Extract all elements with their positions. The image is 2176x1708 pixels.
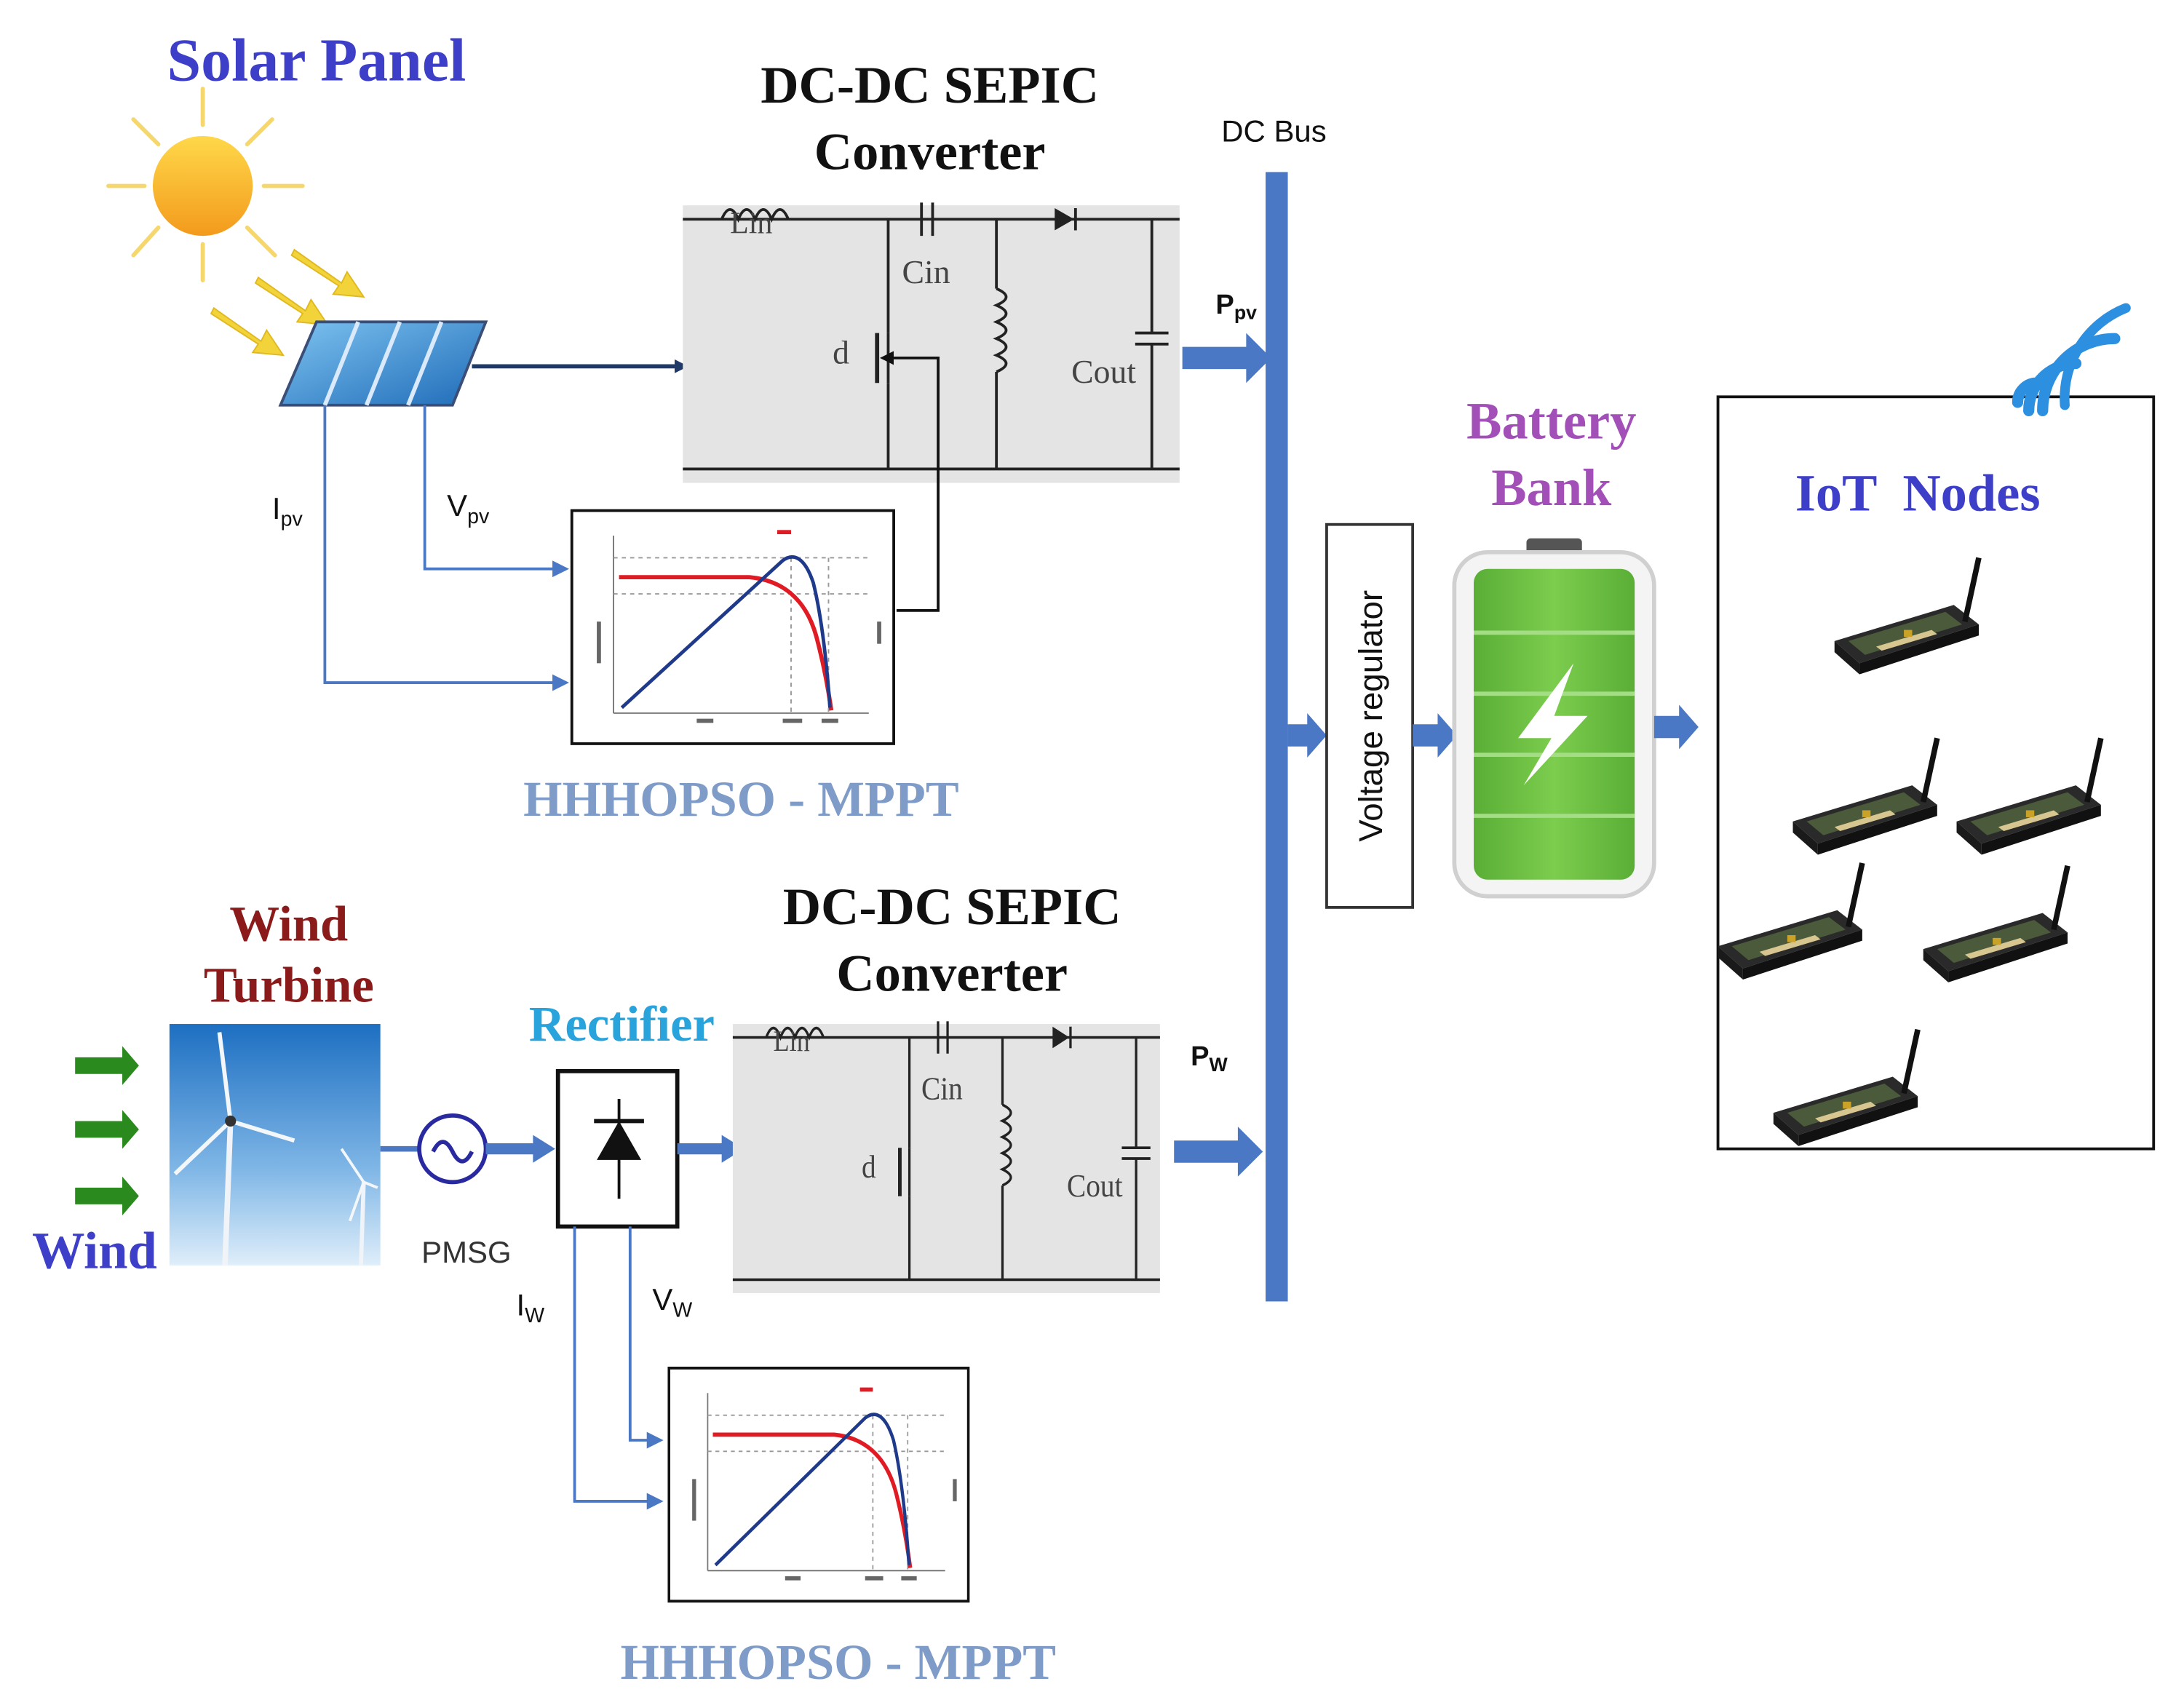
pmsg-icon	[417, 1113, 488, 1185]
iot-nodes-panel: IoT Nodes	[1718, 303, 2156, 1151]
sepic-cout-label: Cout	[1071, 353, 1136, 390]
solar-panel-icon	[278, 320, 488, 407]
bus-to-regulator-arrow	[1287, 712, 1327, 758]
dc-bus-bar	[1266, 172, 1288, 1302]
wind-arrows-icon	[75, 1046, 139, 1216]
rectifier-label: Rectifier	[529, 996, 715, 1052]
solar-mppt-label: HHHOPSO - MPPT	[523, 771, 959, 827]
wind-section: Wind Turbine Wind PMSG Rectifier	[32, 877, 1263, 1690]
pmsg-label: PMSG	[421, 1235, 512, 1269]
dc-bus: DC Bus	[1221, 114, 1327, 1302]
rectifier-icon	[555, 1069, 680, 1229]
wind-turbine-title-line2: Turbine	[204, 958, 374, 1013]
sunlight-arrows-icon	[210, 248, 365, 357]
solar-power-arrow	[1182, 333, 1271, 384]
solar-panel-title: Solar Panel	[167, 27, 466, 95]
battery-label-line2: Bank	[1491, 458, 1612, 517]
wind-sepic-converter: Lin Cin d Cout	[733, 1021, 1160, 1293]
sepic-cin-label: Cin	[921, 1072, 963, 1108]
rectifier-to-converter-arrow	[677, 1135, 744, 1163]
iot-nodes-title: IoT Nodes	[1795, 464, 2041, 523]
solar-voltage-arrow	[423, 405, 569, 578]
battery-label-line1: Battery	[1466, 391, 1636, 450]
wind-mppt-label: HHHOPSO - MPPT	[621, 1634, 1057, 1690]
solar-mppt-plot	[572, 511, 894, 744]
voltage-regulator-label: Voltage regulator	[1352, 590, 1389, 842]
solar-current-arrow	[323, 405, 569, 691]
voltage-regulator: Voltage regulator	[1325, 523, 1458, 909]
wind-voltage-arrow	[628, 1226, 664, 1449]
battery-icon	[1452, 538, 1656, 899]
lightning-icon	[1518, 663, 1588, 786]
solar-current-label: Ipv	[272, 491, 303, 531]
sepic-d-label: d	[833, 334, 849, 371]
wind-voltage-label: VW	[652, 1282, 692, 1322]
sepic-cin-label: Cin	[902, 253, 950, 290]
battery-bank: Battery Bank	[1452, 391, 1699, 899]
sepic-cout-label: Cout	[1067, 1169, 1123, 1204]
dc-bus-label: DC Bus	[1221, 114, 1327, 148]
solar-converter-title-line2: Converter	[814, 122, 1046, 181]
wind-mppt-plot	[669, 1368, 968, 1601]
sepic-lin-label: Lin	[730, 207, 772, 240]
solar-sepic-converter: Lin Cin d Cout	[683, 202, 1180, 482]
wifi-signal-icon	[2012, 303, 2131, 416]
wind-power-arrow	[1174, 1127, 1263, 1177]
pmsg-to-rectifier-arrow	[485, 1135, 555, 1163]
solar-voltage-label: Vpv	[447, 488, 490, 528]
wind-converter-title-line1: DC-DC SEPIC	[783, 877, 1121, 936]
wind-converter-title-line2: Converter	[836, 943, 1068, 1002]
wind-power-label: PW	[1191, 1041, 1228, 1076]
solar-converter-title-line1: DC-DC SEPIC	[761, 55, 1099, 114]
regulator-to-battery-arrow	[1413, 712, 1458, 758]
sun-icon	[106, 87, 305, 282]
wind-turbine-title-line1: Wind	[229, 897, 348, 952]
solar-mppt-feedback-line	[880, 351, 940, 612]
wind-turbine-image	[169, 1024, 381, 1266]
solar-power-label: Ppv	[1215, 289, 1257, 324]
wind-current-arrow	[573, 1226, 664, 1510]
sepic-d-label: d	[862, 1150, 876, 1185]
solar-section: Solar Panel DC	[106, 27, 1271, 827]
sepic-lin-label: Lin	[774, 1025, 810, 1057]
wind-label: Wind	[32, 1221, 157, 1280]
battery-to-iot-arrow	[1653, 704, 1699, 750]
wind-current-label: IW	[516, 1287, 544, 1327]
